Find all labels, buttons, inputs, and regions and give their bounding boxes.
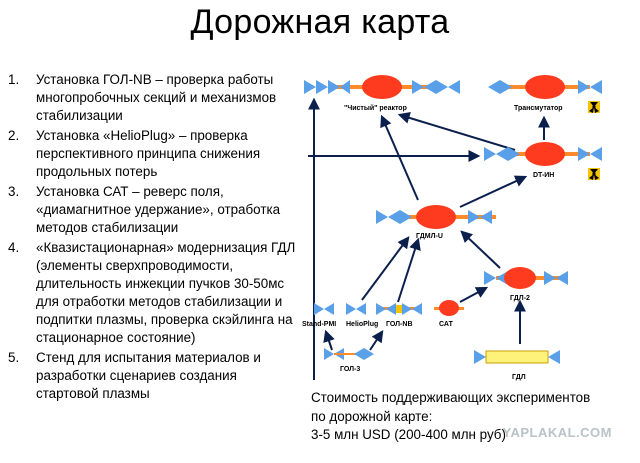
slide-title: Дорожная карта [190,3,450,41]
device-helioplug: HelioPlug [346,303,378,328]
cost-line: по дорожной карте: [311,408,433,424]
roadmap-item: 4. «Квазистационарная» модернизация ГДЛ (… [8,239,298,347]
arrow-dtin-to-reactor [397,112,516,151]
label-sat: САТ [439,321,454,328]
item-text: Стенд для испытания материалов и разрабо… [36,350,261,401]
arrow-gol3-to-golnb [369,330,384,351]
item-number: 1. [8,72,20,87]
item-number: 2. [8,128,20,143]
device-dt-in: DT-ИН [484,142,602,180]
device-clean-reactor: "Чистый" реактор [304,75,460,112]
device-gdl2: ГДЛ-2 [484,267,568,302]
label-gol-nb: ГОЛ-NB [386,321,413,328]
watermark: YAPLAKAL.COM [502,425,612,440]
item-text: Установка САТ – реверс поля, «диамагнитн… [36,184,281,235]
roadmap-item: 1. Установка ГОЛ-NB – проверка работы мно… [8,71,298,125]
arrow-gdmlu-to-dtin [459,175,528,208]
radiation-icon [588,168,600,180]
arrow-sat-to-gdl2 [459,286,489,303]
roadmap-diagram: "Чистый" реактор Трансмутатор DT-ИН [302,75,602,381]
label-helioplug: HelioPlug [346,321,378,328]
arrow-helioplug-to-gdmlu [361,236,410,301]
arrow-gdl2-to-gdmlu [460,230,501,269]
roadmap-item: 2. Установка «HelioPlug» – проверка персп… [8,127,298,181]
roadmap-item: 3. Установка САТ – реверс поля, «диамагни… [8,183,298,237]
roadmap-list: 1. Установка ГОЛ-NB – проверка работы мно… [8,71,298,405]
item-text: Установка ГОЛ-NB – проверка работы много… [36,72,277,123]
item-text: Установка «HelioPlug» – проверка перспек… [36,128,261,179]
item-text: «Квазистационарная» модернизация ГДЛ (эл… [36,240,296,345]
arrow-golnb-to-gdmlu [397,237,421,303]
label-gdl: ГДЛ [512,374,526,381]
item-number: 4. [8,240,20,255]
item-number: 3. [8,184,20,199]
device-gol3: ГОЛ-3 [324,348,374,373]
device-gol-nb: ГОЛ-NB [376,303,422,328]
cost-line: Стоимость поддерживающих экспериментов [311,390,591,405]
label-gdl2: ГДЛ-2 [510,295,530,302]
item-number: 5. [8,350,20,365]
label-gol3: ГОЛ-3 [340,366,360,373]
cost-line: 3-5 млн USD (200-400 млн руб) [311,427,506,442]
roadmap-item: 5. Стенд для испытания материалов и разра… [8,349,298,403]
gdl-bar [485,350,549,364]
cost-note: Стоимость поддерживающих экспериментов п… [311,389,640,445]
label-clean-reactor: "Чистый" реактор [344,104,407,112]
radiation-icon [588,101,600,113]
label-gdml-u: ГДМЛ-U [416,233,443,240]
device-gdl: ГДЛ [474,350,560,381]
device-gdml-u: ГДМЛ-U [376,205,496,240]
device-stand-pmi: Stand-PMI [302,303,336,328]
arrow-gdmlu-to-reactor [380,114,419,201]
device-transmutator: Трансмутатор [488,75,602,113]
label-stand-pmi: Stand-PMI [302,321,336,328]
arrow-gol3-to-standpmi [323,329,335,351]
label-dt-in: DT-ИН [533,172,554,179]
label-transmutator: Трансмутатор [514,105,563,112]
device-sat: САТ [434,300,464,328]
